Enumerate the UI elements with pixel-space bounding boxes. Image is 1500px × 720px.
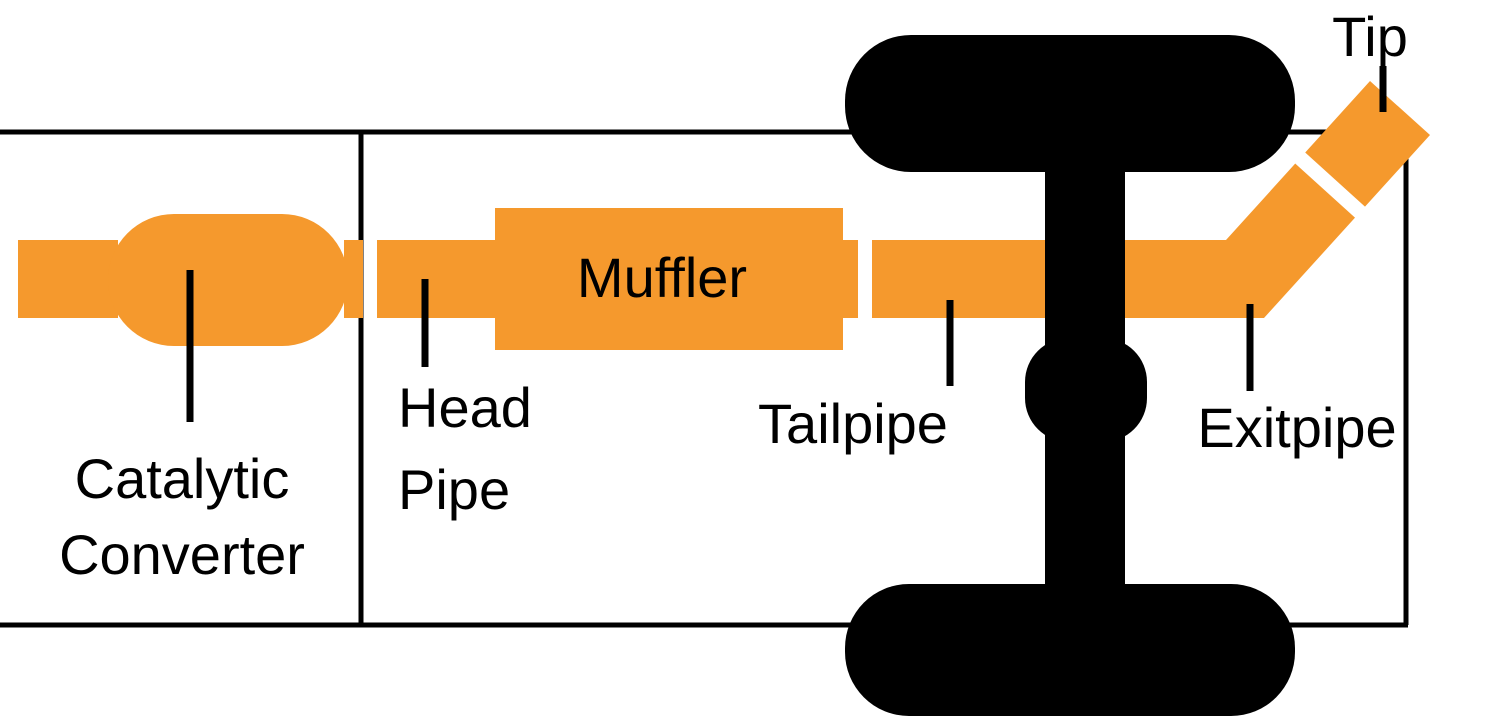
muffler-label: Muffler: [577, 246, 747, 309]
muffler-outlet-stub-shape: [843, 240, 858, 318]
tailpipe-exitpipe-shape: [872, 81, 1430, 318]
head-pipe-label-line2: Pipe: [398, 458, 510, 521]
bottom-wheel-shape: [845, 584, 1295, 716]
head-pipe-shape: [377, 240, 495, 318]
exitpipe-label: Exitpipe: [1197, 396, 1396, 459]
top-wheel-shape: [845, 35, 1295, 172]
catalytic-label-line1: Catalytic: [75, 447, 290, 510]
head-pipe-label-line1: Head: [398, 376, 532, 439]
tip-label: Tip: [1332, 5, 1408, 68]
catalytic-converter-shape: [108, 214, 348, 346]
converter-outlet-stub-shape: [344, 240, 363, 318]
differential-bulge-shape: [1025, 338, 1147, 442]
muffler-shape: [495, 208, 843, 350]
tailpipe-label: Tailpipe: [758, 392, 948, 455]
inlet-pipe-shape: [18, 240, 118, 318]
exitpipe-tip-gap: [1288, 146, 1372, 224]
catalytic-label-line2: Converter: [59, 523, 305, 586]
